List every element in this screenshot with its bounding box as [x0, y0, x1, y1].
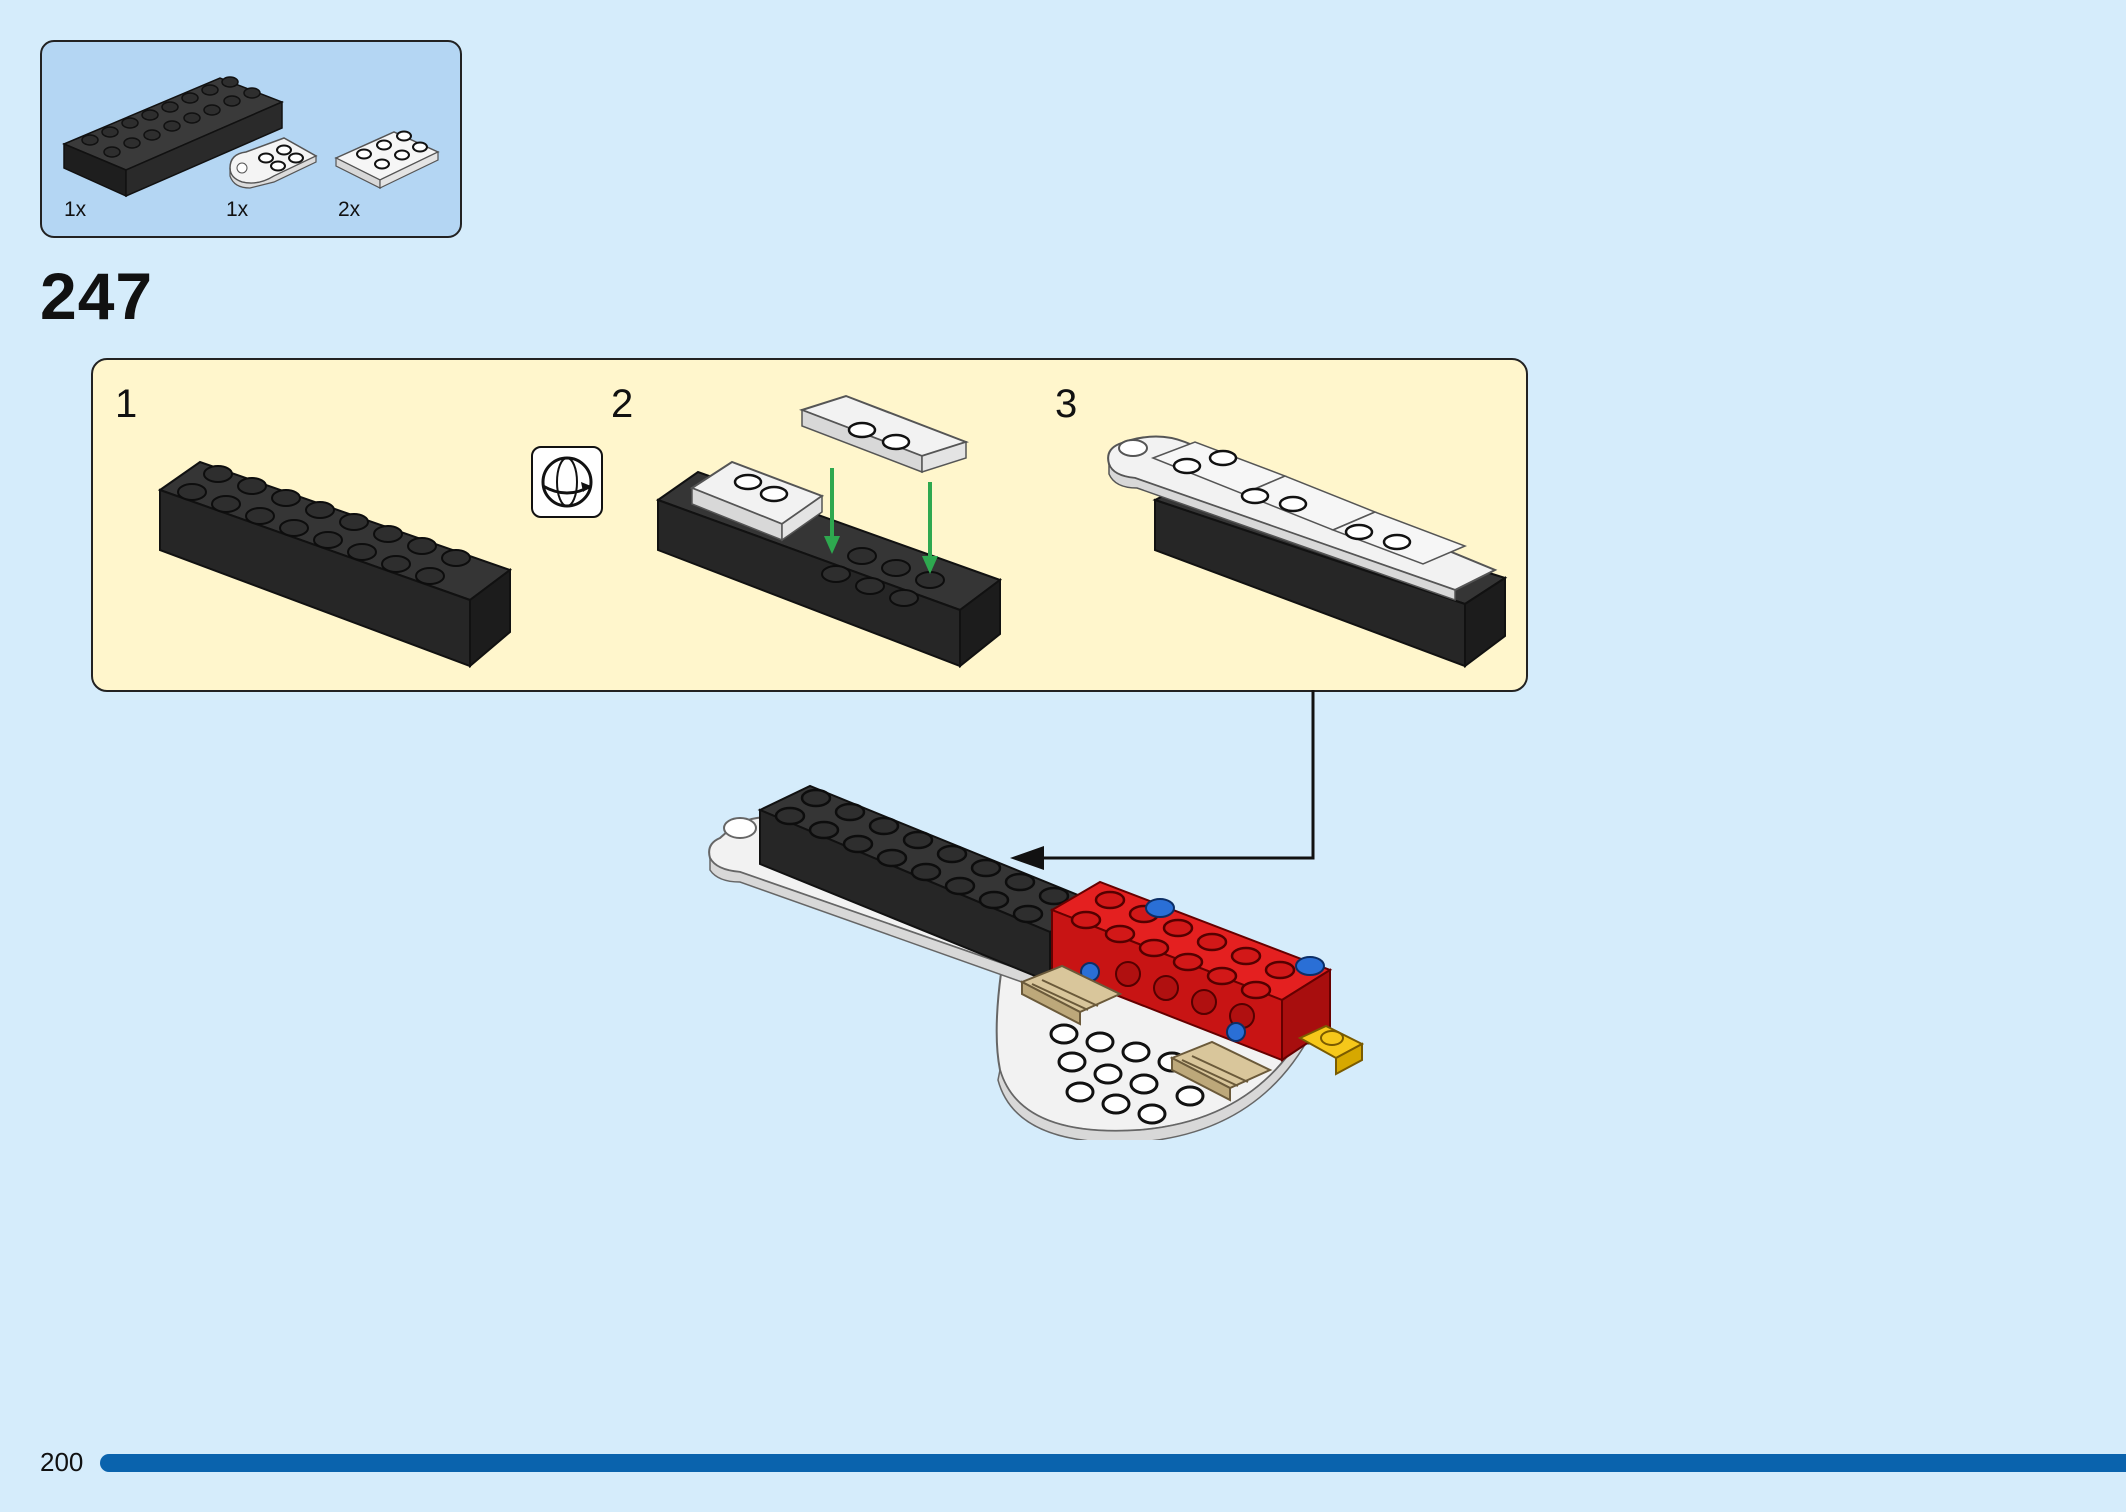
white-plate-rounded-icon	[229, 137, 318, 189]
main-assembly-illustration	[708, 784, 1365, 1140]
parts-list-box: 1x 1x 2x	[40, 40, 462, 238]
substep-number: 2	[611, 382, 634, 426]
substep-3-illustration	[1107, 435, 1508, 668]
page-number: 200	[40, 1447, 84, 1477]
black-brick-2x8-icon	[62, 76, 284, 198]
step-number: 247	[40, 259, 154, 333]
rotate-model-icon	[531, 446, 603, 518]
white-plate-2x2-icon	[334, 130, 440, 189]
substep-1-brick-illustration	[157, 460, 513, 669]
part-qty: 2x	[338, 198, 361, 221]
substep-2-illustration	[655, 394, 1003, 669]
substep-number: 1	[115, 382, 138, 426]
attach-arrow-icon	[1010, 690, 1315, 870]
part-qty: 1x	[226, 198, 249, 221]
attach-guide-arrows	[824, 468, 938, 574]
part-qty: 1x	[64, 198, 87, 221]
substep-number: 3	[1055, 382, 1078, 426]
page-progress-bar	[100, 1454, 2126, 1472]
